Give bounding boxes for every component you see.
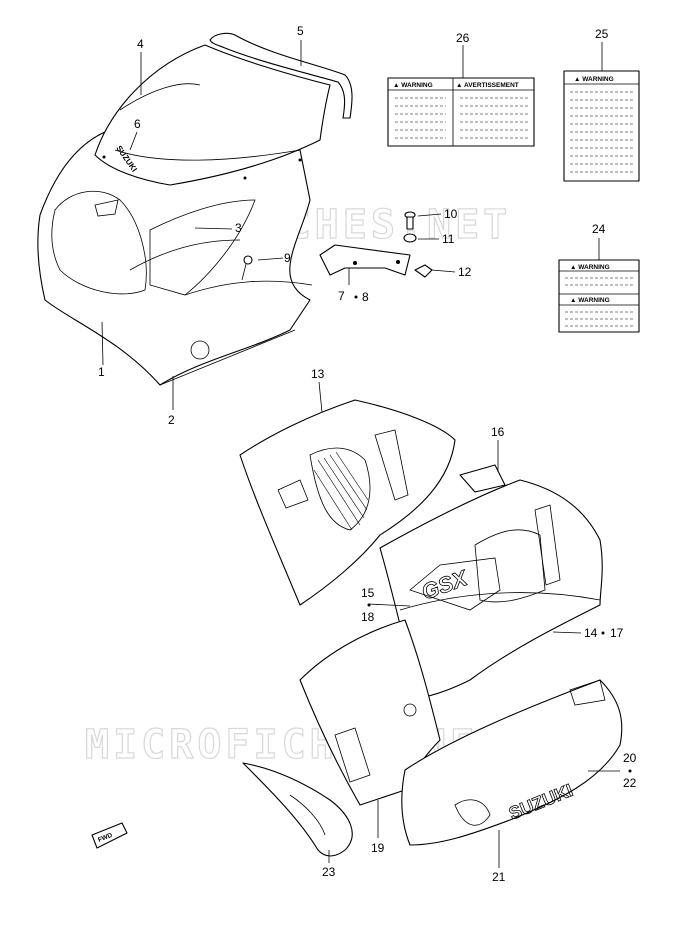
callout-5: 5	[297, 24, 304, 38]
label24-bottom-title: ▲ WARNING	[570, 297, 610, 304]
callout-14: 14	[584, 626, 598, 640]
inner-panel	[129, 239, 241, 271]
callout-2: 2	[168, 413, 175, 427]
callout-15: 15	[361, 586, 375, 600]
warning-label-26: ▲ WARNING ▲ AVERTISSEMENT	[387, 77, 535, 147]
callout-25: 25	[595, 27, 609, 41]
callout-24: 24	[592, 222, 606, 236]
warning-label-24: ▲ WARNING ▲ WARNING	[558, 259, 640, 333]
label26-left-title: ▲ WARNING	[393, 82, 433, 89]
upper-fairing	[37, 124, 313, 386]
callout-13: 13	[311, 367, 325, 381]
callout-26: 26	[456, 31, 470, 45]
callout-22: 22	[623, 776, 637, 790]
callout-20: 20	[623, 751, 637, 765]
middle-cowl: GSX	[379, 479, 603, 699]
callout-12: 12	[458, 265, 472, 279]
washer-11	[403, 233, 417, 243]
callout-23: 23	[322, 865, 336, 879]
callout-4: 4	[137, 37, 144, 51]
label24-top-title: ▲ WARNING	[570, 264, 610, 271]
callout-18: 18	[361, 610, 375, 624]
warning-label-25: ▲ WARNING	[563, 70, 640, 182]
brace-23	[242, 762, 353, 857]
callout-10: 10	[444, 207, 458, 221]
windscreen-trim	[209, 32, 353, 119]
fwd-arrow-icon: FWD	[91, 822, 128, 849]
screw-9	[241, 255, 253, 281]
screw-10	[404, 211, 416, 230]
bracket-16	[459, 464, 506, 493]
nut-12	[414, 264, 433, 278]
callout-6: 6	[134, 117, 141, 131]
windscreen: SUZUKI	[94, 44, 331, 186]
bracket	[319, 244, 411, 276]
callout-7: 7	[338, 289, 345, 303]
callout-9: 9	[284, 251, 291, 265]
lower-inner-panel	[299, 619, 441, 806]
callout-1: 1	[98, 365, 105, 379]
label25-title: ▲ WARNING	[574, 76, 614, 83]
inner-panel-13	[239, 399, 456, 606]
leader-lines	[101, 40, 620, 868]
callout-21: 21	[492, 870, 506, 884]
callout-17: 17	[610, 626, 624, 640]
callout-8: 8	[362, 290, 369, 304]
callout-16: 16	[491, 425, 505, 439]
callout-19: 19	[371, 841, 385, 855]
label26-right-title: ▲ AVERTISSEMENT	[456, 82, 519, 89]
lower-cowl: SUZUKI	[401, 679, 623, 846]
callout-3: 3	[235, 221, 242, 235]
callout-11: 11	[442, 232, 455, 246]
